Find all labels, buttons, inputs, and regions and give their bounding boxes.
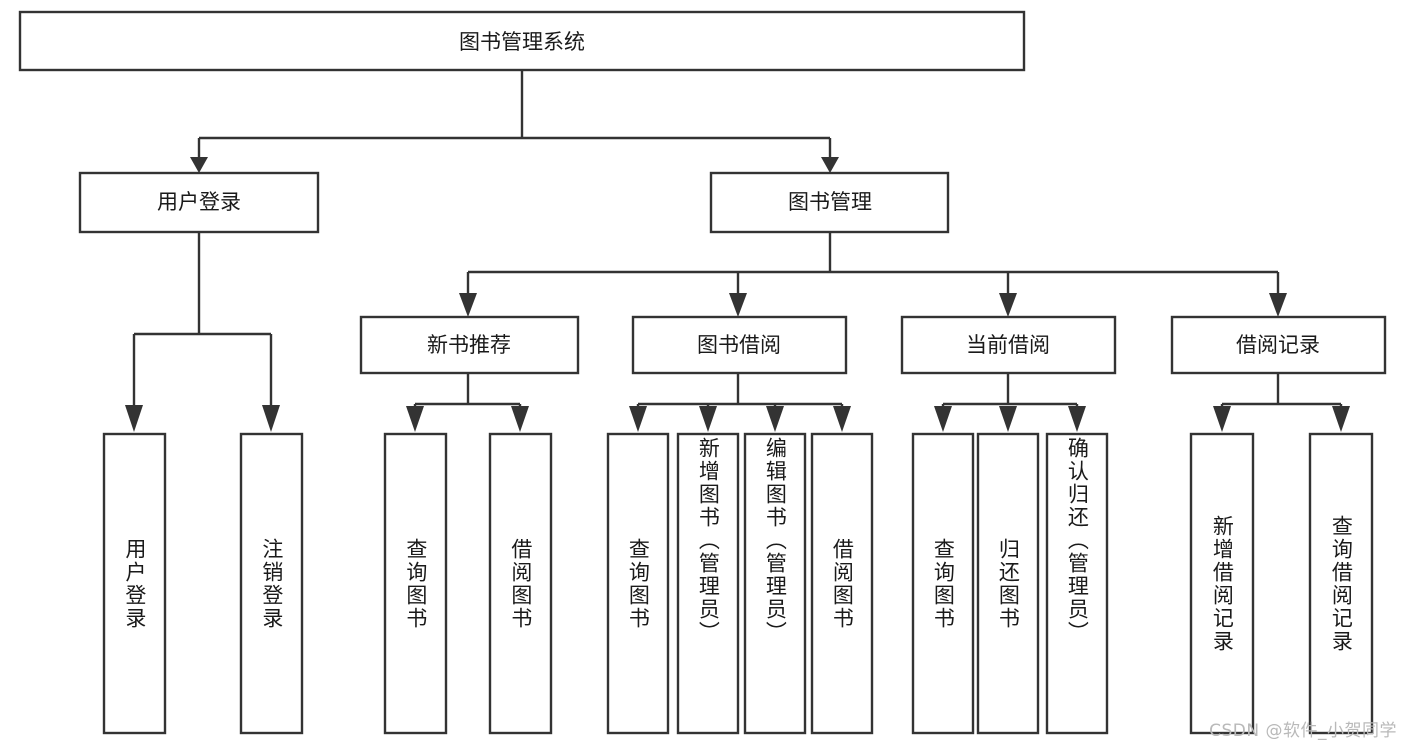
node-borrow-record-box[interactable] [1170, 315, 1387, 375]
node-book-management-box[interactable] [709, 171, 950, 234]
arrow-head-leaf-query-book-1 [406, 406, 424, 432]
arrow-head-leaf-borrow-book-1 [511, 406, 529, 432]
node-new-book-recommend-label: 新书推荐 [427, 333, 511, 357]
node-book-borrow-box[interactable] [631, 315, 848, 375]
node-new-book-recommend-box[interactable] [359, 315, 580, 375]
node-leaf-query-book-1-box[interactable] [383, 432, 448, 735]
connector-layer [125, 70, 1350, 432]
node-leaf-query-book-2-box[interactable] [606, 432, 670, 735]
node-current-borrow-box[interactable] [900, 315, 1117, 375]
node-book-management-label: 图书管理 [788, 190, 872, 214]
node-leaf-return-book-box[interactable] [976, 432, 1040, 735]
arrow-head-borrow-record [1269, 293, 1287, 317]
arrow-head-leaf-user-login [125, 405, 143, 432]
node-leaf-query-book-3-box[interactable] [911, 432, 975, 735]
node-leaf-edit-book-box[interactable] [743, 432, 807, 735]
arrow-head-leaf-logout-login [262, 405, 280, 432]
arrow-head-user-login [190, 157, 208, 173]
node-user-login-box[interactable] [78, 171, 320, 234]
node-leaf-add-book-box[interactable] [676, 432, 740, 735]
node-leaf-borrow-book-1-box[interactable] [488, 432, 553, 735]
node-leaf-add-record-box[interactable] [1189, 432, 1255, 735]
arrow-head-book-borrow [729, 293, 747, 317]
arrow-head-leaf-query-book-2 [629, 406, 647, 432]
arrow-head-leaf-add-book [699, 406, 717, 432]
node-leaf-user-login-box[interactable] [102, 432, 167, 735]
arrow-head-leaf-query-book-3 [934, 406, 952, 432]
arrow-head-new-book-recommend [459, 293, 477, 317]
arrow-head-leaf-confirm-return [1068, 406, 1086, 432]
node-leaf-borrow-book-2-box[interactable] [810, 432, 874, 735]
arrow-head-leaf-add-record [1213, 406, 1231, 432]
arrow-head-leaf-borrow-book-2 [833, 406, 851, 432]
node-leaf-query-record-box[interactable] [1308, 432, 1374, 735]
arrow-head-leaf-return-book [999, 406, 1017, 432]
node-leaf-confirm-return-box[interactable] [1045, 432, 1109, 735]
node-book-borrow-label: 图书借阅 [697, 333, 781, 357]
node-root-label: 图书管理系统 [459, 30, 585, 54]
arrow-head-leaf-edit-book [766, 406, 784, 432]
node-user-login-label: 用户登录 [157, 190, 241, 214]
arrow-head-book-management [821, 157, 839, 173]
node-current-borrow-label: 当前借阅 [966, 333, 1050, 357]
node-layer: 图书管理系统 用户登录 图书管理 新书推荐 图书借阅 当前借阅 借阅记录 [18, 10, 1387, 735]
node-borrow-record-label: 借阅记录 [1236, 333, 1320, 357]
arrow-head-current-borrow [999, 293, 1017, 317]
node-leaf-logout-login-box[interactable] [239, 432, 304, 735]
arrow-head-leaf-query-record [1332, 406, 1350, 432]
node-root-box[interactable] [18, 10, 1026, 72]
